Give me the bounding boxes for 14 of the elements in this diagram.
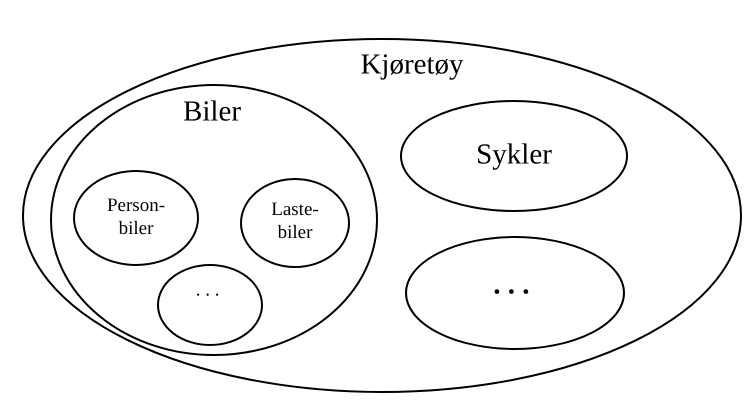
set-ellipse <box>400 100 628 212</box>
set-ellipse <box>50 84 378 356</box>
set-ellipse <box>22 38 742 393</box>
set-label: Biler <box>182 94 242 130</box>
set-label: ... <box>492 268 538 302</box>
set-ellipse <box>405 236 625 350</box>
set-ellipse <box>157 264 263 346</box>
set-label: ... <box>194 280 226 302</box>
set-ellipse <box>240 178 350 268</box>
set-label: Sykler <box>475 138 553 172</box>
set-label: Kjøretøy <box>359 48 465 82</box>
set-label: Laste- biler <box>270 199 320 245</box>
set-label: Person- biler <box>106 195 166 241</box>
set-ellipse <box>73 170 199 266</box>
